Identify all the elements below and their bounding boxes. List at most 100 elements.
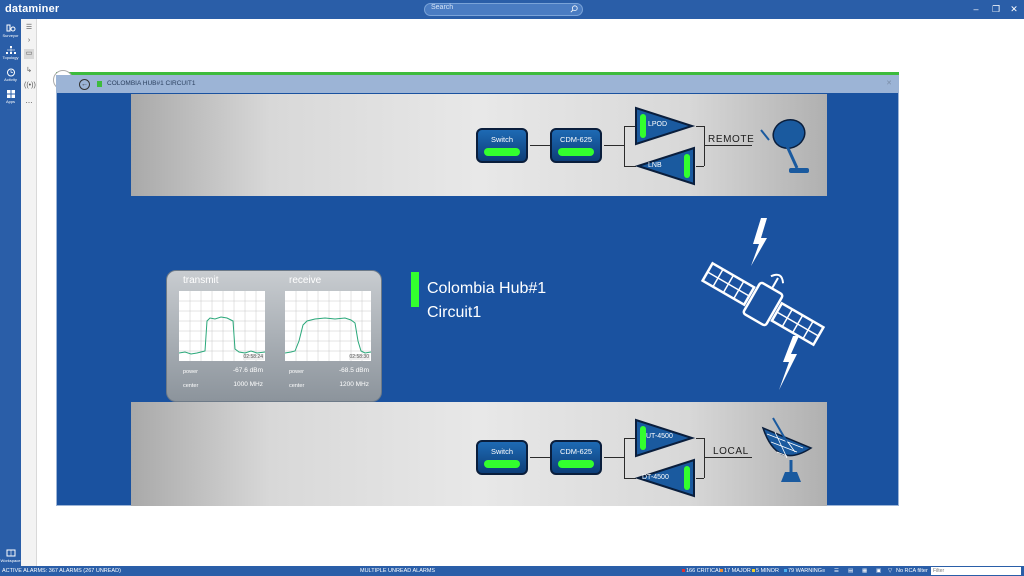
local-amp-down-label: DT-4500: [642, 474, 669, 481]
apps-icon: [6, 90, 15, 98]
remote-upconverter-amp[interactable]: [634, 106, 696, 146]
remote-downconverter-amp[interactable]: [634, 146, 696, 186]
remote-amp-down-label: LNB: [648, 162, 662, 169]
connector: [624, 126, 636, 127]
nav-activity-label: Activity: [4, 77, 17, 82]
circuit-status-bar: [411, 272, 419, 307]
connector: [624, 126, 625, 166]
details-view-icon[interactable]: ☰: [834, 568, 839, 574]
search-box[interactable]: Search: [424, 3, 583, 16]
local-label: LOCAL: [713, 446, 749, 457]
local-upconverter-amp[interactable]: [634, 418, 696, 458]
transmit-timestamp: 02:58:24: [242, 354, 264, 360]
remote-switch-led: [484, 148, 520, 156]
spectrum-panel: transmit receive 02:58:24 02:58:30: [166, 270, 382, 402]
chevron-right-icon[interactable]: ›: [27, 37, 31, 44]
visual-card: ← COLOMBIA HUB#1 CIRCUIT1 ✕ Switch CDM-6…: [56, 75, 899, 506]
major-count[interactable]: 17 MAJOR: [720, 568, 751, 574]
nav-topology-label: Topology: [2, 55, 19, 60]
workspace-icon: [6, 549, 15, 557]
search-input[interactable]: Search: [431, 4, 454, 11]
connector: [696, 478, 704, 479]
transmit-title: transmit: [183, 275, 219, 286]
card-header: ← COLOMBIA HUB#1 CIRCUIT1 ✕: [57, 76, 898, 93]
critical-count-label: 166 CRITICAL: [686, 568, 722, 574]
close-icon[interactable]: ✕: [1010, 4, 1018, 14]
local-modem-button[interactable]: CDM-625: [550, 440, 602, 475]
receive-center-value: 1200 MHz: [339, 381, 369, 388]
minimize-icon[interactable]: –: [973, 4, 979, 14]
no-rca-filter[interactable]: No RCA filter: [896, 568, 928, 574]
remote-modem-led: [558, 148, 594, 156]
transmit-spectrum-graph[interactable]: 02:58:24: [178, 291, 266, 361]
major-count-label: 17 MAJOR: [724, 568, 751, 574]
secondary-rail: ☰ › ▭ ↳ ((•)) ⋯: [21, 19, 37, 566]
restore-icon[interactable]: ❐: [991, 4, 1001, 14]
remote-modem-label: CDM-625: [559, 135, 593, 144]
remote-panel: Switch CDM-625 LPOD LNB REMOTE: [131, 94, 827, 196]
signal-icon[interactable]: ((•)): [24, 82, 36, 89]
receive-center-key: center: [289, 383, 305, 389]
connector: [704, 457, 752, 458]
major-icon: [720, 569, 723, 572]
nav-surveyor[interactable]: Surveyor: [0, 22, 21, 44]
search-icon[interactable]: [570, 5, 578, 13]
nav-workspace-label: Workspace: [0, 558, 21, 563]
back-icon[interactable]: ←: [79, 79, 90, 90]
connector: [624, 478, 636, 479]
monitor-icon[interactable]: ▭: [24, 49, 34, 59]
card-close-icon[interactable]: ✕: [886, 80, 892, 87]
minor-count[interactable]: 5 MINOR: [752, 568, 779, 574]
connector: [604, 457, 624, 458]
local-panel: Switch CDM-625 UT-4500 DT-4500 LOCAL: [131, 402, 827, 506]
card-accent-line: [56, 72, 899, 75]
remote-switch-label: Switch: [490, 135, 514, 144]
receive-title: receive: [289, 275, 322, 286]
connector: [530, 145, 550, 146]
nav-apps[interactable]: Apps: [0, 88, 21, 110]
status-bar: ACTIVE ALARMS: 367 ALARMS (267 UNREAD) M…: [0, 566, 1024, 576]
surveyor-icon: [6, 24, 15, 32]
local-modem-label: CDM-625: [559, 447, 593, 456]
critical-count[interactable]: 166 CRITICAL: [682, 568, 722, 574]
receive-power-key: power: [289, 369, 304, 375]
nav-topology[interactable]: Topology: [0, 44, 21, 66]
circuit-name-line2: Circuit1: [427, 304, 482, 321]
hamburger-icon[interactable]: ☰: [25, 24, 33, 31]
list-view-icon[interactable]: ≡: [822, 568, 826, 574]
warning-icon: [784, 569, 787, 572]
minor-count-label: 5 MINOR: [756, 568, 779, 574]
remote-modem-button[interactable]: CDM-625: [550, 128, 602, 163]
local-downconverter-amp[interactable]: [634, 458, 696, 498]
arrow-turn-icon[interactable]: ↳: [26, 67, 32, 74]
remote-amp-up-label: LPOD: [648, 121, 668, 128]
remote-label: REMOTE: [708, 134, 755, 145]
status-indicator: [97, 81, 102, 87]
alarm-filter-input[interactable]: Filter: [931, 567, 1021, 575]
topology-icon: [5, 46, 16, 54]
active-alarms-text[interactable]: ACTIVE ALARMS: 367 ALARMS (267 UNREAD): [2, 568, 121, 574]
earth-station-dish-icon: [761, 417, 813, 482]
filter-icon[interactable]: ▽: [888, 568, 893, 574]
transmit-center-value: 1000 MHz: [233, 381, 263, 388]
local-switch-label: Switch: [490, 447, 514, 456]
compact-view-icon[interactable]: ▤: [848, 568, 854, 574]
local-modem-led: [558, 460, 594, 468]
warning-count[interactable]: 79 WARNING: [784, 568, 822, 574]
receive-spectrum-plot: [284, 291, 372, 361]
unread-alarms-text[interactable]: MULTIPLE UNREAD ALARMS: [360, 568, 436, 574]
connector: [530, 457, 550, 458]
connector: [696, 126, 704, 127]
more-icon[interactable]: ⋯: [25, 100, 33, 107]
connector: [704, 145, 752, 146]
receive-power-value: -68.5 dBm: [339, 367, 369, 374]
nav-activity[interactable]: Activity: [0, 66, 21, 88]
nav-workspace[interactable]: Workspace: [0, 547, 21, 569]
tiles-view-icon[interactable]: ▦: [862, 568, 868, 574]
remote-switch-button[interactable]: Switch: [476, 128, 528, 163]
local-switch-button[interactable]: Switch: [476, 440, 528, 475]
receive-spectrum-graph[interactable]: 02:58:30: [284, 291, 372, 361]
connector: [624, 166, 636, 167]
activity-icon: [6, 68, 15, 77]
layout-icon[interactable]: ▣: [876, 568, 882, 574]
